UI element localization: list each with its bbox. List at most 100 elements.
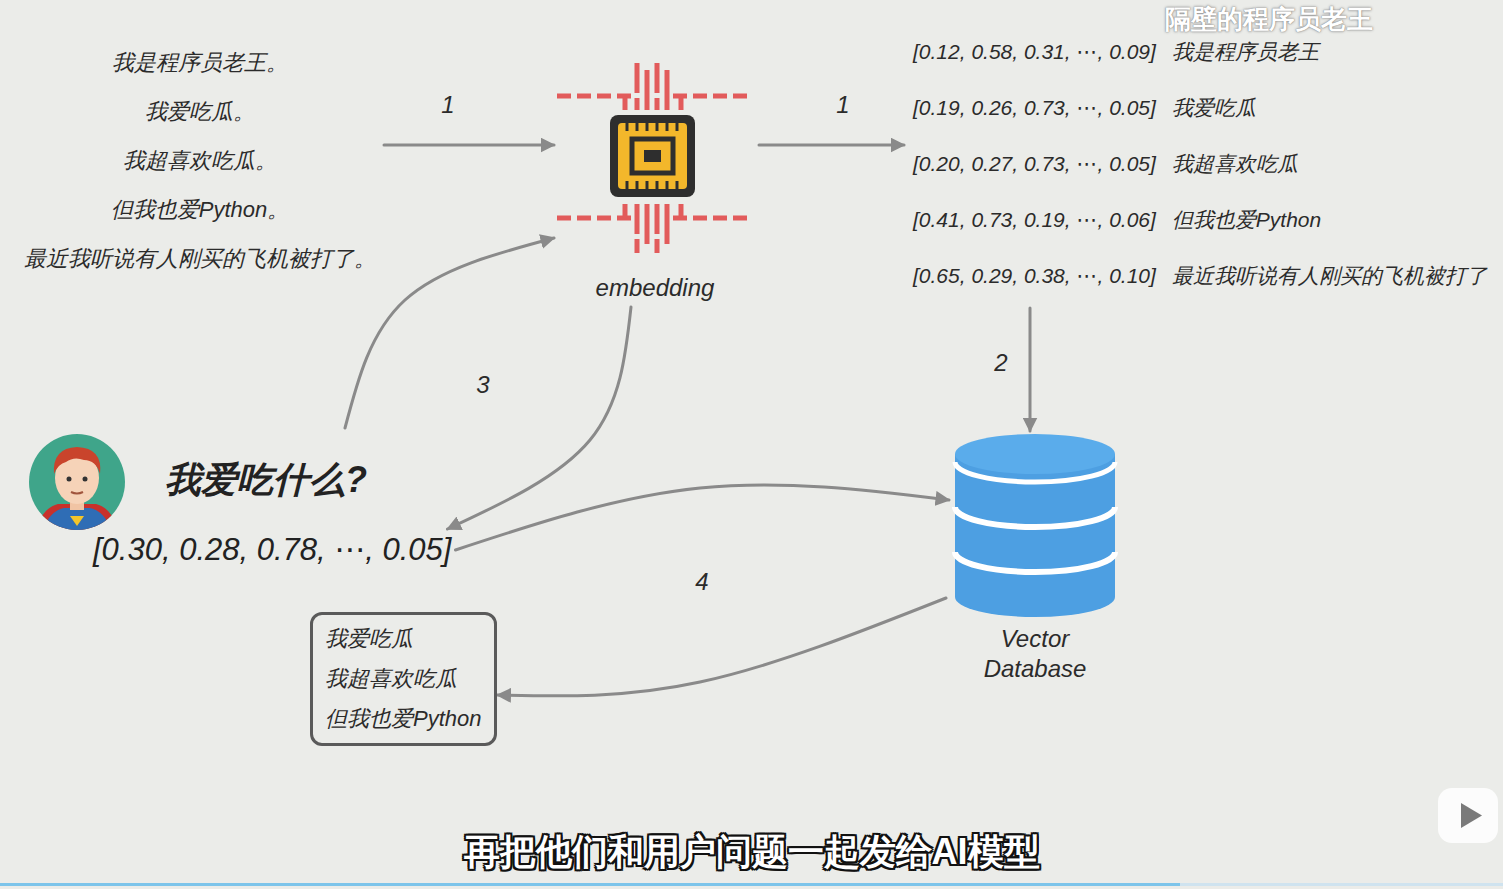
step-number: 3 (472, 371, 493, 399)
progress-track (0, 883, 1503, 886)
embedding-model: embedding (555, 58, 755, 303)
result-box: 我爱吃瓜我超喜欢吃瓜但我也爱Python (310, 612, 497, 746)
pin (666, 181, 669, 189)
node-text: 但我也爱Python (1172, 206, 1487, 234)
node-text: 我是程序员老王 (1172, 38, 1487, 66)
watermark: 隔壁的程序员老王 (1165, 2, 1373, 37)
pin (626, 181, 629, 189)
avatar-figure (32, 447, 122, 540)
pin (626, 123, 629, 131)
pin (646, 181, 649, 189)
flow-arrow (345, 238, 554, 428)
node-text: 我爱吃瓜 (1172, 94, 1487, 122)
node-text: 但我也爱Python (325, 699, 482, 739)
chip-center (644, 150, 661, 162)
trace (673, 216, 750, 221)
node-text: embedding (596, 273, 715, 303)
query-vector: [0.30, 0.28, 0.78, ⋯, 0.05] (93, 530, 451, 570)
trace (673, 94, 750, 99)
flow-arrow (384, 144, 554, 147)
video-player-ui (0, 788, 1503, 886)
chip-ring (632, 139, 673, 173)
pin (666, 123, 669, 131)
flow-arrow (447, 307, 631, 529)
node-text: 我超喜欢吃瓜 (1172, 150, 1487, 178)
sentence-list: 我是程序员老王。我爱吃瓜。我超喜欢吃瓜。但我也爱Python。最近我听说有人刚买… (20, 38, 380, 283)
avatar-eye (83, 477, 88, 482)
pin (646, 123, 649, 131)
user-avatar (29, 434, 125, 540)
node-text: 我超喜欢吃瓜。 (20, 136, 380, 185)
pin (656, 181, 659, 189)
pin (656, 123, 659, 131)
vector-database: Vector Database (950, 432, 1120, 684)
trace (645, 204, 650, 244)
flow-arrow (1029, 308, 1032, 431)
trace (557, 216, 633, 221)
node-text: [0.19, 0.26, 0.73, ⋯, 0.05] (913, 96, 1156, 120)
node-text: 我超喜欢吃瓜 (325, 659, 482, 699)
node-text: 我爱吃瓜。 (20, 87, 380, 136)
step-number: 1 (437, 91, 458, 119)
trace (635, 204, 640, 253)
node-text: [0.41, 0.73, 0.19, ⋯, 0.06] (913, 208, 1156, 232)
play-triangle (1461, 803, 1482, 828)
cylinder-band (955, 462, 1115, 482)
pin (636, 123, 639, 131)
play-button (1438, 788, 1498, 843)
flow-arrow (498, 598, 947, 696)
trace (655, 63, 660, 110)
avatar-emblem (70, 516, 84, 526)
database-cylinder (955, 434, 1115, 617)
node-text: 但我也爱Python。 (20, 185, 380, 234)
trace (655, 204, 660, 253)
chip-traces (557, 63, 750, 253)
progress-bar (0, 883, 1180, 886)
pin (676, 181, 679, 189)
trace (679, 204, 684, 218)
trace (557, 94, 633, 99)
trace (665, 70, 670, 110)
pin (676, 123, 679, 131)
node-text: Vector Database (975, 624, 1095, 684)
avatar-eye (67, 477, 72, 482)
cylinder-body (955, 454, 1115, 617)
node-text: 最近我听说有人刚买的飞机被打了 (1172, 262, 1487, 290)
flow-arrow (759, 144, 904, 147)
vector-table: [0.12, 0.58, 0.31, ⋯, 0.09] 我是程序员老王 [0.19,… (905, 24, 1487, 304)
user-question: 我爱吃什么? (28, 432, 368, 528)
node-text: 我爱吃什么? (165, 456, 367, 505)
chip-pins (627, 123, 677, 189)
node-text: [0.30, 0.28, 0.78, ⋯, 0.05] (93, 530, 451, 570)
node-text: [0.20, 0.27, 0.73, ⋯, 0.05] (913, 152, 1156, 176)
pin (636, 181, 639, 189)
trace (623, 204, 628, 218)
chip-body (610, 115, 695, 197)
chip-core (618, 123, 687, 189)
node-text: 我爱吃瓜 (325, 619, 482, 659)
trace (635, 63, 640, 110)
trace (665, 204, 670, 244)
step-number: 1 (832, 91, 853, 119)
cylinder-top (955, 434, 1115, 474)
step-number: 4 (691, 568, 712, 596)
step-number: 2 (990, 349, 1011, 377)
node-text: [0.12, 0.58, 0.31, ⋯, 0.09] (913, 40, 1156, 64)
trace (679, 96, 684, 110)
cylinder-band (955, 507, 1115, 527)
node-text: 最近我听说有人刚买的飞机被打了。 (20, 234, 380, 283)
node-text: 我是程序员老王。 (20, 38, 380, 87)
trace (623, 96, 628, 110)
subtitle: 再把他们和用户问题一起发给AI模型 (0, 828, 1503, 877)
chip-icon (557, 63, 750, 253)
trace (645, 70, 650, 110)
cylinder-band (955, 552, 1115, 572)
avatar-hair (54, 447, 100, 474)
flow-arrow (455, 485, 949, 550)
avatar-mouth (71, 492, 83, 494)
node-text: [0.65, 0.29, 0.38, ⋯, 0.10] (913, 264, 1156, 288)
